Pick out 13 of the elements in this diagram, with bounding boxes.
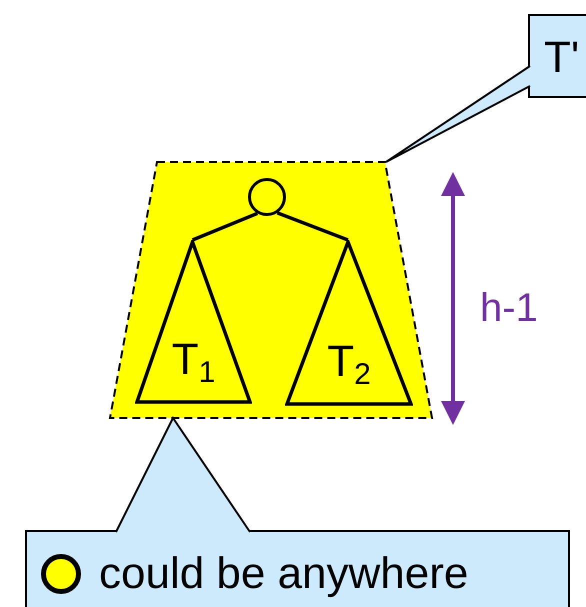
- subtree-triangle: [135, 240, 252, 404]
- callout-pointer: [385, 65, 531, 163]
- node-label: T$_{1}$: [172, 338, 216, 382]
- tree-edge: [192, 212, 258, 242]
- subtree-triangle: [285, 240, 413, 406]
- callout-text: T': [544, 34, 580, 82]
- callout-pointer: [115, 416, 251, 533]
- height-label: h-1: [480, 288, 538, 328]
- node-label: T$_{2}$: [327, 340, 371, 384]
- tree-edge: [276, 211, 349, 242]
- callout-box: [528, 14, 586, 98]
- dashed-trapezoid: [110, 162, 432, 418]
- callout-text: could be anywhere: [99, 550, 468, 598]
